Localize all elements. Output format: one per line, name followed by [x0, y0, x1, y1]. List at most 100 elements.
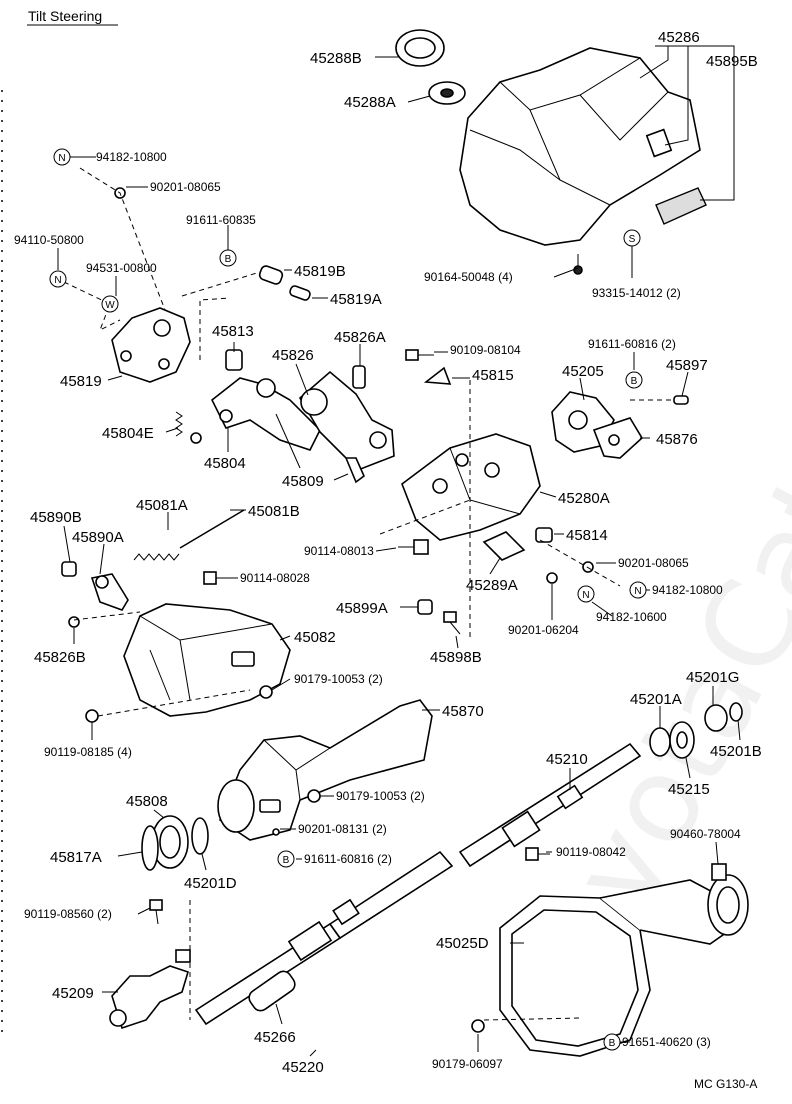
part-45814-bushing — [535, 527, 553, 543]
part-45819b-bushing — [258, 265, 284, 285]
part-45895b-label — [655, 187, 707, 225]
svg-text:N: N — [58, 153, 65, 164]
svg-text:W: W — [105, 300, 115, 311]
label-45899a: 45899A — [336, 600, 388, 617]
part-45209-yoke — [109, 949, 191, 1030]
part-45826a-stopper — [352, 365, 366, 389]
label-45895b: 45895B — [706, 53, 758, 70]
label-93315-14012: 93315-14012 (2) — [592, 286, 681, 300]
label-45201g: 45201G — [686, 669, 739, 686]
part-45286-column-cover — [459, 47, 701, 246]
assembly-line — [379, 499, 471, 535]
label-94182-10800-b: 94182-10800 — [652, 583, 723, 597]
label-94182-10800-a: 94182-10800 — [96, 150, 167, 164]
label-90179-10053-a: 90179-10053 (2) — [294, 672, 383, 686]
part-45815-spring-plate — [423, 366, 452, 385]
label-45286: 45286 — [658, 29, 700, 46]
svg-text:N: N — [54, 275, 61, 286]
part-45897-pin — [673, 395, 689, 405]
part-90119-08185-bolt — [85, 709, 99, 723]
label-45804e: 45804E — [102, 425, 154, 442]
label-45081a: 45081A — [136, 497, 188, 514]
part-45876-bracket — [592, 417, 644, 459]
part-45025d-dust-boot — [499, 874, 749, 1057]
part-45280a-support — [401, 433, 541, 541]
label-94182-10600: 94182-10600 — [596, 610, 667, 624]
label-45809: 45809 — [282, 473, 324, 490]
label-91611-60835: 91611-60835 — [186, 213, 256, 227]
assembly-line — [483, 1017, 581, 1021]
label-45813: 45813 — [212, 323, 254, 340]
label-45081b: 45081B — [248, 503, 300, 520]
part-45870-column-tube — [217, 699, 433, 841]
part-90201-08131-washer — [272, 828, 280, 836]
part-45808-bearing — [151, 815, 189, 869]
label-45898b: 45898B — [430, 649, 482, 666]
label-91651-40620: 91651-40620 (3) — [622, 1035, 711, 1049]
part-45288a-clip — [428, 81, 466, 105]
label-45890a: 45890A — [72, 529, 124, 546]
svg-text:B: B — [225, 254, 232, 265]
part-90179-10053-nut-b — [307, 789, 321, 803]
symbol-n-icon: N — [53, 148, 71, 166]
symbol-b-icon: B — [277, 850, 295, 868]
label-45082: 45082 — [294, 629, 336, 646]
label-45201a: 45201A — [630, 691, 682, 708]
label-45288b: 45288B — [310, 50, 362, 67]
part-45813-bushing — [225, 349, 243, 371]
label-45289a: 45289A — [466, 577, 518, 594]
label-45826b: 45826B — [34, 649, 86, 666]
part-45081b-rod — [179, 509, 245, 549]
assembly-line — [181, 271, 261, 297]
label-45280a: 45280A — [558, 490, 610, 507]
label-45819b: 45819B — [294, 263, 346, 280]
diagram-code: MC G130-A — [694, 1077, 757, 1091]
label-45890b: 45890B — [30, 509, 82, 526]
part-45890a-cam — [90, 573, 129, 611]
label-90201-06204: 90201-06204 — [508, 623, 579, 637]
part-45201d-snap-ring — [191, 817, 209, 855]
label-94531-00800: 94531-00800 — [86, 261, 157, 275]
assembly-line — [97, 689, 251, 717]
part-45266-sleeve — [248, 970, 296, 1012]
part-45201g-bushing — [704, 704, 728, 732]
part-45804e-spring — [175, 411, 183, 437]
label-45025d: 45025D — [436, 935, 489, 952]
label-45817a: 45817A — [50, 849, 102, 866]
label-45819: 45819 — [60, 373, 102, 390]
svg-text:B: B — [631, 376, 638, 387]
svg-text:B: B — [283, 855, 290, 866]
part-45289a-plate — [482, 531, 526, 561]
part-90114-08028-bolt — [203, 571, 232, 585]
part-45210-main-shaft — [458, 742, 642, 868]
assembly-line — [63, 281, 121, 332]
part-45809-lever — [298, 370, 395, 484]
label-90114-08013: 90114-08013 — [304, 544, 374, 558]
part-90460-78004-clamp — [711, 863, 727, 881]
part-45819a-pin — [289, 285, 311, 301]
part-90109-bolt — [405, 349, 434, 361]
part-labels: 45286 45895B 45288B 45288A 94182-10800 9… — [14, 29, 762, 1076]
label-45209: 45209 — [52, 985, 94, 1002]
label-45814: 45814 — [566, 527, 608, 544]
part-45804e-end — [190, 432, 202, 444]
label-90119-08560: 90119-08560 (2) — [24, 907, 112, 921]
label-45815: 45815 — [472, 367, 514, 384]
part-45817a-ring — [141, 825, 159, 871]
assembly-line — [539, 539, 621, 587]
label-90114-08028: 90114-08028 — [240, 571, 310, 585]
label-90201-08065-b: 90201-08065 — [618, 556, 689, 570]
label-45870: 45870 — [442, 703, 484, 720]
part-45898b-bolt — [443, 611, 461, 635]
assembly-line — [73, 611, 141, 621]
label-45288a: 45288A — [344, 94, 396, 111]
assembly-line — [199, 297, 231, 360]
assembly-line — [79, 167, 166, 311]
diagram-title: Tilt Steering — [28, 8, 102, 24]
label-90119-08185: 90119-08185 (4) — [44, 745, 132, 759]
label-45215: 45215 — [668, 781, 710, 798]
part-45288b-ring — [395, 29, 445, 67]
symbol-b-icon: B — [625, 371, 643, 389]
label-45808: 45808 — [126, 793, 168, 810]
